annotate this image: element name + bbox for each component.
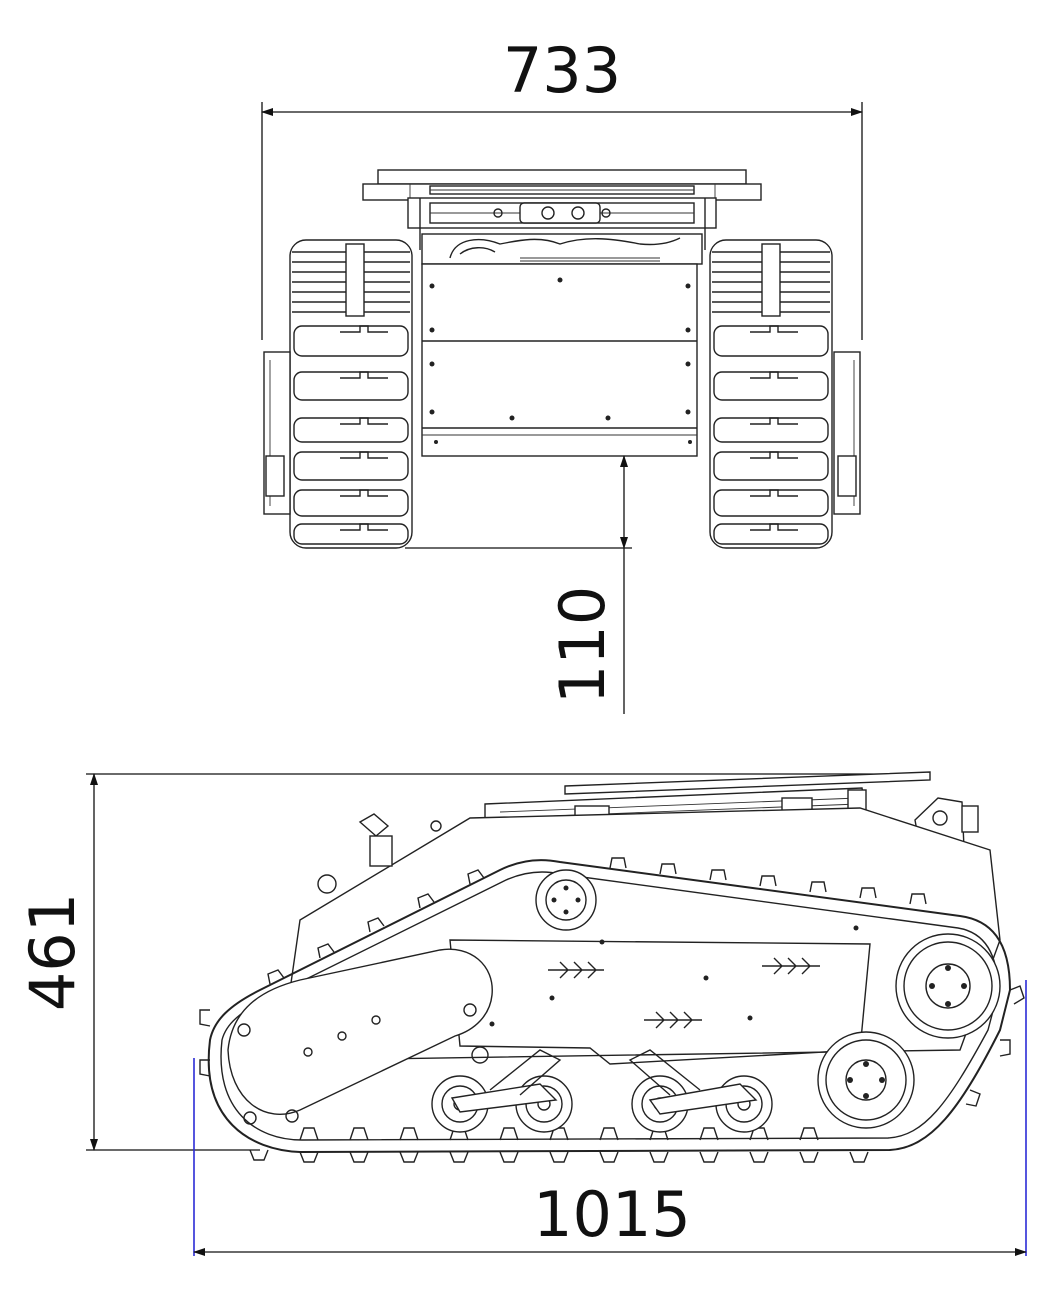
upper-idler-wheel	[535, 869, 597, 931]
length-dimension: 1015	[193, 980, 1027, 1256]
height-dimension: 461	[16, 773, 930, 1151]
logo-band	[421, 233, 703, 265]
body-box	[421, 263, 698, 457]
clearance-dimension: 110	[405, 455, 632, 714]
hull-bolts	[489, 925, 859, 1027]
front-flipper	[227, 948, 493, 1125]
rear-lower-wheel	[817, 1031, 915, 1129]
side-view: 461	[16, 771, 1027, 1256]
rear-drive-wheel	[895, 933, 1001, 1039]
width-dimension: 733	[261, 34, 863, 340]
top-platform	[362, 169, 762, 201]
width-dimension-label: 733	[503, 34, 621, 107]
height-dimension-label: 461	[16, 893, 89, 1011]
left-track	[263, 239, 413, 549]
hull-controls	[317, 813, 442, 894]
front-view: 733	[261, 34, 863, 714]
upper-rail	[407, 197, 717, 250]
road-wheels	[431, 1046, 773, 1133]
length-dimension-label: 1015	[533, 1178, 691, 1251]
right-track	[709, 239, 861, 549]
clearance-dimension-label: 110	[546, 586, 619, 704]
chevron-markings	[548, 957, 820, 1029]
